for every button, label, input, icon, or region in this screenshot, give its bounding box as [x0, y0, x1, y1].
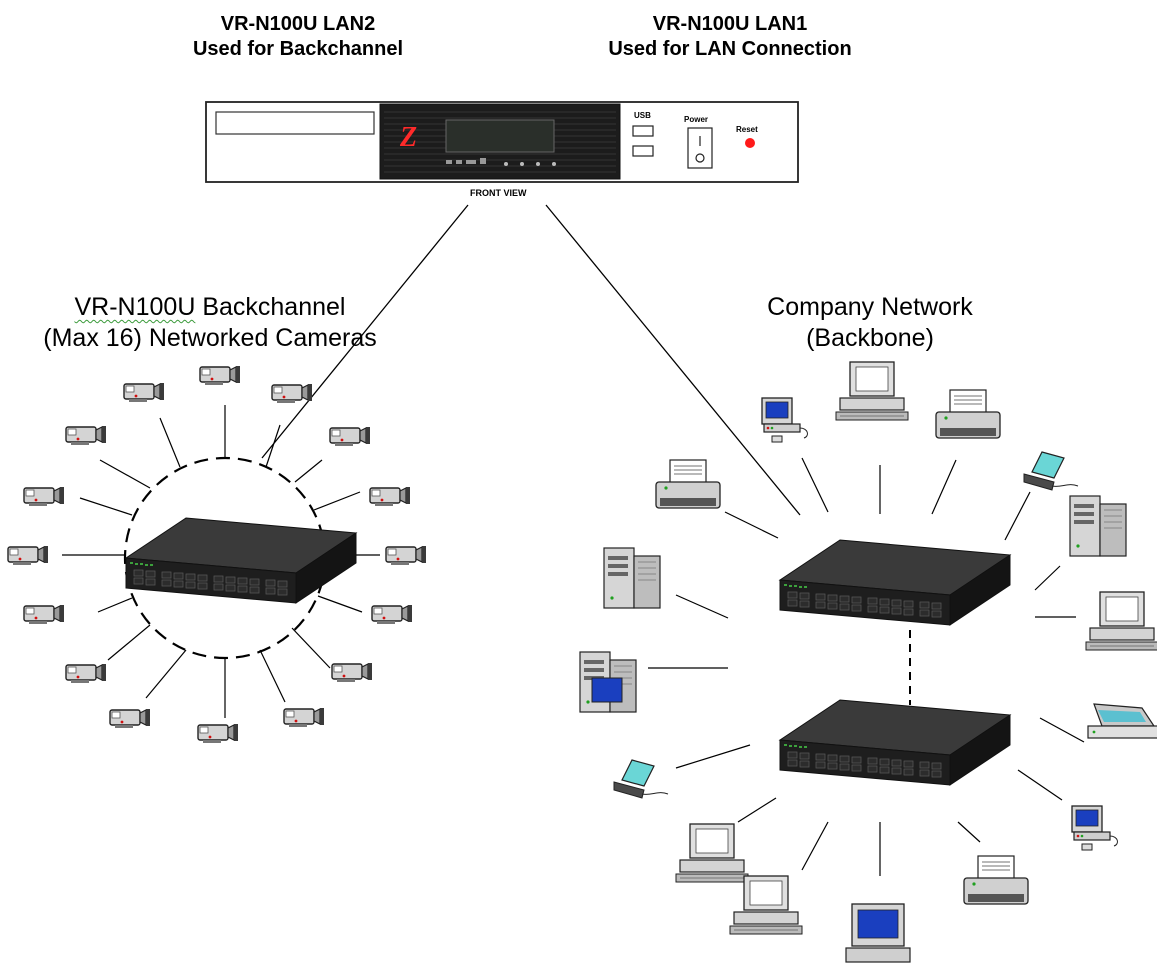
power-label: Power [684, 115, 708, 124]
dvr-front-panel: Z USB Power Reset FRONT VIEW [205, 101, 799, 198]
camera-icon [369, 486, 411, 507]
dvr-logo: Z [399, 122, 417, 153]
company-network-title: Company Network [767, 293, 973, 321]
backbone-spokes [648, 457, 1085, 876]
company-network-label: Company Network (Backbone) [720, 292, 1020, 354]
lan2-title: VR-N100U LAN2 [220, 13, 376, 35]
pda-icon [1023, 451, 1079, 491]
scanner-icon [1087, 703, 1157, 739]
workstation-icon [1085, 591, 1157, 651]
pda-icon [613, 759, 669, 799]
front-view-label: FRONT VIEW [470, 188, 527, 198]
lan1-label: VR-N100U LAN1 Used for LAN Connection [560, 12, 900, 62]
camera-spokes [62, 405, 380, 718]
camera-icon [123, 382, 165, 403]
lan1-subtitle: Used for LAN Connection [608, 38, 852, 60]
printer-icon [935, 389, 1001, 439]
workstation-icon [675, 823, 749, 883]
lan2-cable [261, 204, 469, 459]
backchannel-subtitle: (Max 16) Networked Cameras [43, 324, 377, 352]
camera-icon [23, 486, 65, 507]
backbone-switch-top-icon [779, 539, 1011, 626]
reset-label: Reset [736, 125, 758, 134]
reset-button [745, 138, 755, 148]
camera-icon [65, 663, 107, 684]
lan2-subtitle: Used for Backchannel [192, 38, 404, 60]
backbone-switch-bottom-icon [779, 699, 1011, 786]
camera-icon [371, 604, 413, 625]
camera-icon [283, 707, 325, 728]
backchannel-title-text: VR-N100U Backchannel [75, 293, 346, 321]
lan2-label: VR-N100U LAN2 Used for Backchannel [148, 12, 448, 62]
usb-port-1 [632, 125, 654, 137]
camera-icon [23, 604, 65, 625]
printer-icon [655, 459, 721, 509]
backchannel-title-model: VR-N100U [74, 293, 196, 321]
backchannel-label: VR-N100U Backchannel (Max 16) Networked … [0, 292, 420, 354]
camera-icon [271, 383, 313, 404]
camera-icon [65, 425, 107, 446]
lan1-title: VR-N100U LAN1 [652, 13, 808, 35]
desktop-pc-icon [1071, 805, 1119, 851]
camera-icon [197, 723, 239, 744]
server-tower-icon [1069, 495, 1127, 557]
backchannel-switch-icon [125, 517, 357, 604]
camera-icon [109, 708, 151, 729]
camera-icon [7, 545, 49, 566]
backchannel-title-rest: Backchannel [195, 293, 346, 321]
lan1-cable [545, 204, 801, 516]
workstation-icon [835, 361, 909, 421]
workstation-icon [729, 875, 803, 935]
camera-icon [329, 426, 371, 447]
server-monitor-screen [591, 677, 623, 703]
camera-icon [385, 545, 427, 566]
camera-icon [331, 662, 373, 683]
server-tower-icon [603, 547, 661, 609]
power-switch [687, 127, 713, 169]
backchannel-title: VR-N100U Backchannel [0, 292, 420, 323]
blue-screen-pc-icon [845, 903, 911, 963]
printer-icon [963, 855, 1029, 905]
company-network-subtitle: (Backbone) [806, 324, 934, 352]
camera-icon [199, 365, 241, 386]
desktop-pc-icon [761, 397, 809, 443]
usb-port-2 [632, 145, 654, 157]
usb-label: USB [634, 111, 651, 120]
